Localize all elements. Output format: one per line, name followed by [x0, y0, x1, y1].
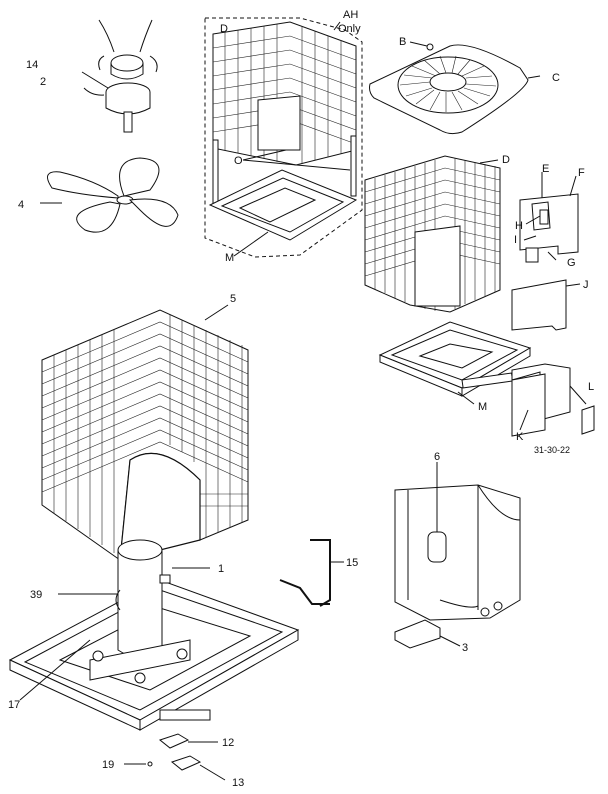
fan-blade	[40, 157, 179, 233]
label-M-right: M	[478, 401, 487, 413]
label-ah-line2: Only	[338, 23, 361, 35]
label-J: J	[583, 279, 589, 291]
label-6: 6	[434, 451, 440, 463]
label-3: 3	[462, 642, 468, 654]
corner-panels	[511, 363, 595, 437]
label-M-top: M	[225, 252, 234, 264]
label-13: 13	[232, 777, 244, 789]
label-5: 5	[230, 293, 236, 305]
callout-labels: AH Only D B C 14 2 O D E F 4 H I G M 5 J…	[8, 9, 594, 789]
access-panel	[511, 279, 581, 331]
small-fittings	[124, 733, 226, 781]
label-K: K	[516, 431, 524, 443]
label-D-right: D	[502, 154, 510, 166]
ah-only-assembly	[204, 17, 363, 258]
coil-guard-grille	[364, 155, 501, 313]
label-2: 2	[40, 76, 46, 88]
unit-base	[378, 321, 532, 405]
label-D-top: D	[220, 23, 228, 35]
control-box	[394, 462, 521, 649]
label-code: 31-30-22	[534, 445, 570, 455]
label-14: 14	[26, 59, 38, 71]
condenser-coil	[41, 304, 249, 561]
label-4: 4	[18, 199, 24, 211]
refrigerant-tubing	[279, 539, 344, 607]
label-39: 39	[30, 589, 42, 601]
label-17: 17	[8, 699, 20, 711]
top-cover	[369, 41, 541, 135]
label-1: 1	[218, 563, 224, 575]
label-19: 19	[102, 759, 114, 771]
control-box-bracket	[519, 172, 579, 263]
label-C: C	[552, 72, 560, 84]
compressor	[19, 539, 210, 701]
label-I: I	[514, 234, 517, 246]
label-H: H	[515, 220, 523, 232]
label-ah-line1: AH	[343, 9, 358, 21]
label-G: G	[567, 257, 576, 269]
label-E: E	[542, 163, 549, 175]
label-B: B	[399, 36, 406, 48]
label-O: O	[234, 155, 243, 167]
label-12: 12	[222, 737, 234, 749]
label-15: 15	[346, 557, 358, 569]
label-F: F	[578, 167, 585, 179]
label-L: L	[588, 381, 594, 393]
fan-motor	[81, 19, 158, 133]
